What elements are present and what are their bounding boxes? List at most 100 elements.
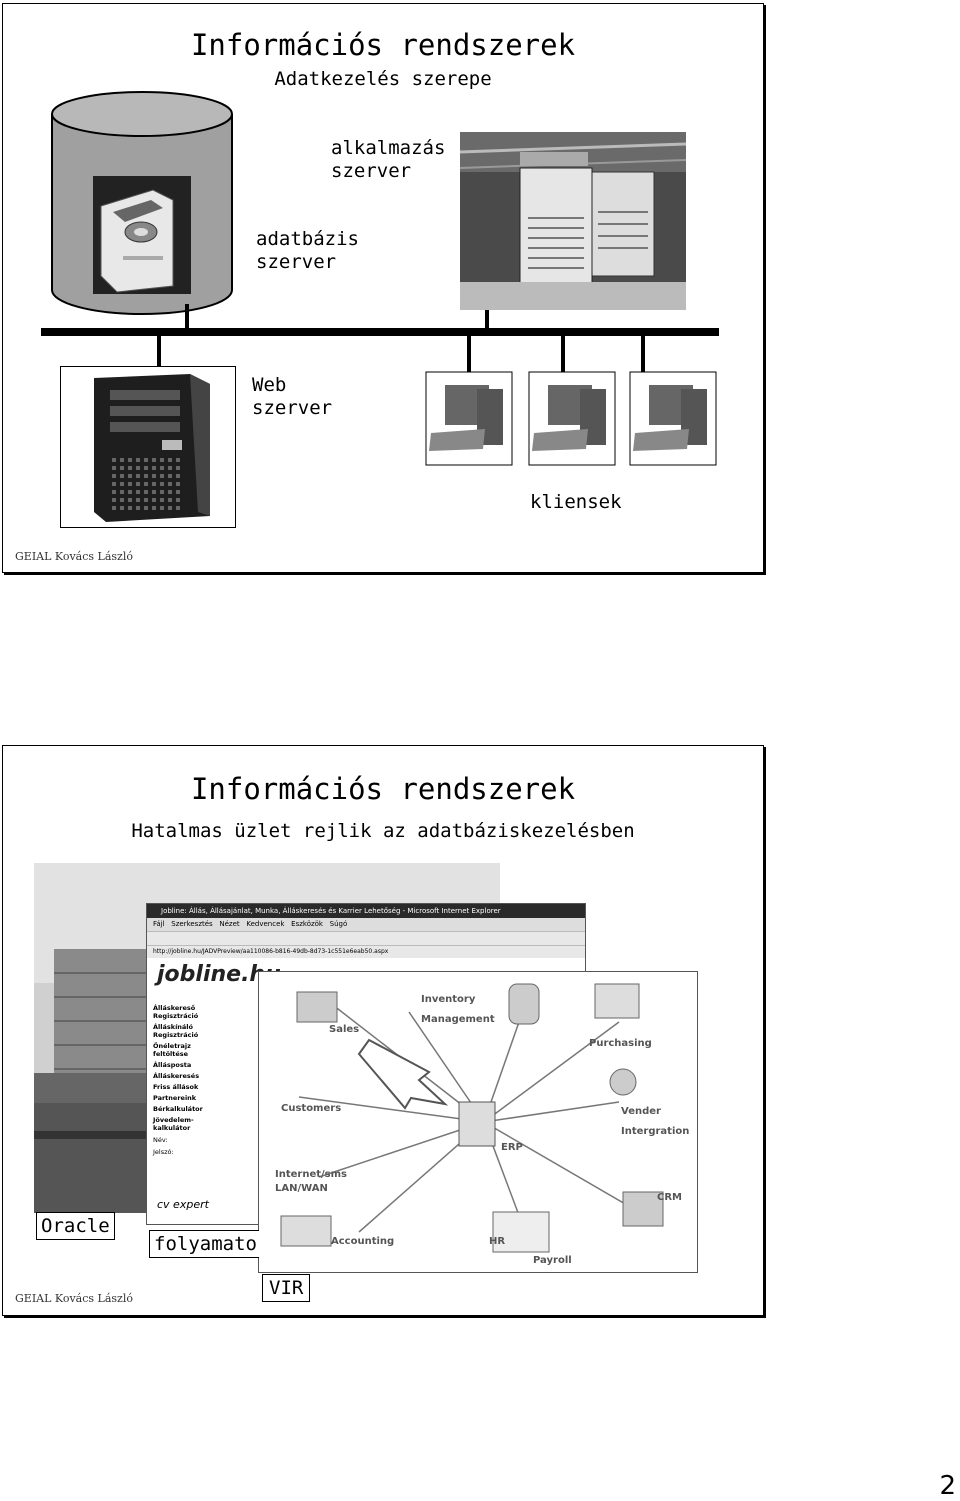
grill-vent	[112, 482, 116, 486]
sidebar-item[interactable]: Bérkalkulátor	[153, 1105, 203, 1113]
grill-vent	[112, 474, 116, 478]
grill-vent	[112, 490, 116, 494]
grill-vent	[120, 498, 124, 502]
sidebar-item[interactable]: Partnereink	[153, 1094, 197, 1102]
sidebar-item[interactable]: Állásposta	[153, 1061, 192, 1069]
browser-title-bar: Jobline: Állás, Állásajánlat, Munka, Áll…	[147, 904, 585, 918]
grill-vent	[120, 458, 124, 462]
grill-vent	[168, 474, 172, 478]
address-url[interactable]: http://jobline.hu/JADVPreview/aa110086-b…	[153, 948, 389, 955]
login-password-label: Jelszó:	[153, 1148, 174, 1156]
jobline-sidebar: Álláskereső Regisztráció Álláskínáló Reg…	[153, 1004, 225, 1156]
grill-vent	[136, 466, 140, 470]
slide-footer: GEIAL Kovács László	[15, 1292, 133, 1305]
grill-vent	[136, 498, 140, 502]
grill-vent	[152, 506, 156, 510]
process-label: folyamato	[149, 1230, 259, 1258]
grill-vent	[160, 506, 164, 510]
clients-label: kliensek	[530, 491, 622, 513]
slide-adatkezeles: Információs rendszerek Adatkezelés szere…	[2, 3, 764, 573]
web-server-photo	[60, 366, 236, 528]
grill-vent	[112, 466, 116, 470]
application-server-photo	[460, 132, 686, 310]
grill-vent	[144, 458, 148, 462]
slide-title: Információs rendszerek	[190, 772, 576, 806]
erp-connection-lines	[280, 983, 664, 1253]
grill-vent	[144, 506, 148, 510]
slide-title: Információs rendszerek	[190, 28, 576, 62]
cv-expert-logo: cv expert	[157, 1198, 209, 1211]
grill-vent	[168, 466, 172, 470]
sidebar-item[interactable]: Álláskeresés	[153, 1072, 200, 1080]
grill-vent	[120, 466, 124, 470]
grill-vent	[112, 506, 116, 510]
grill-vent	[168, 482, 172, 486]
db-server-label: adatbázis szerver	[256, 228, 359, 273]
grill-vent	[160, 482, 164, 486]
grill-vent	[152, 474, 156, 478]
sidebar-item[interactable]: Friss állások	[153, 1083, 199, 1091]
menu-item[interactable]: Fájl	[153, 920, 165, 928]
app-server-label: alkalmazás szerver	[331, 137, 446, 182]
grill-vent	[152, 482, 156, 486]
network-bus-line	[41, 304, 719, 372]
grill-vent	[176, 498, 180, 502]
grill-vent	[144, 466, 148, 470]
slide-subtitle: Adatkezelés szerepe	[274, 68, 492, 90]
grill-vent	[176, 474, 180, 478]
grill-vent	[144, 474, 148, 478]
sidebar-item[interactable]: Álláskereső Regisztráció	[153, 1004, 199, 1020]
client-workstation-icon	[425, 371, 513, 466]
node-accounting: Accounting	[331, 1236, 395, 1247]
grill-vent	[144, 490, 148, 494]
sidebar-item[interactable]: Jövedelem-kalkulátor	[153, 1116, 194, 1132]
grill-vent	[144, 498, 148, 502]
grill-vent	[152, 490, 156, 494]
node-vender: Vender Intergration	[621, 1106, 690, 1137]
grill-vent	[128, 466, 132, 470]
grill-vent	[128, 482, 132, 486]
grill-vent	[176, 458, 180, 462]
menu-item[interactable]: Súgó	[329, 920, 348, 928]
sidebar-item[interactable]: Önéletrajz feltöltése	[153, 1042, 191, 1058]
grill-vent	[112, 498, 116, 502]
node-sales: Sales	[329, 1024, 360, 1035]
menu-item[interactable]: Kedvencek	[246, 920, 285, 928]
grill-vent	[120, 506, 124, 510]
slide-footer: GEIAL Kovács László	[15, 550, 133, 563]
grill-vent	[160, 498, 164, 502]
grill-vent	[168, 458, 172, 462]
grill-vent	[136, 482, 140, 486]
login-name-label: Név:	[153, 1136, 168, 1144]
slide-subtitle: Hatalmas üzlet rejlik az adatbáziskezelé…	[131, 820, 635, 842]
menu-item[interactable]: Nézet	[219, 920, 240, 928]
grill-vent	[168, 506, 172, 510]
grill-vent	[112, 458, 116, 462]
menu-item[interactable]: Szerkesztés	[171, 920, 213, 928]
grill-vent	[136, 490, 140, 494]
client-workstation-icon	[629, 371, 717, 466]
grill-vent	[128, 506, 132, 510]
node-payroll: Payroll	[533, 1255, 572, 1266]
browser-menu-bar: Fájl Szerkesztés Nézet Kedvencek Eszközö…	[147, 918, 585, 931]
grill-vent	[176, 466, 180, 470]
client-workstation-icon	[528, 371, 616, 466]
erp-diagram: Inventory Management Sales Purchasing Cu…	[258, 971, 698, 1273]
page-number: 2	[939, 1471, 956, 1501]
grill-vent	[176, 506, 180, 510]
node-customers: Customers	[281, 1103, 342, 1114]
client-workstations-group	[425, 371, 717, 466]
browser-toolbar	[147, 931, 585, 945]
grill-vent	[128, 498, 132, 502]
menu-item[interactable]: Eszközök	[291, 920, 323, 928]
grill-vent	[136, 458, 140, 462]
grill-vent	[176, 482, 180, 486]
node-internet: Internet/sms LAN/WAN	[275, 1169, 347, 1194]
grill-vent	[152, 466, 156, 470]
node-purchasing: Purchasing	[589, 1038, 652, 1049]
grill-vent	[128, 490, 132, 494]
node-hr: HR	[489, 1236, 506, 1247]
node-inventory: Inventory Management	[421, 994, 495, 1025]
sidebar-item[interactable]: Álláskínáló Regisztráció	[153, 1023, 199, 1039]
node-crm: CRM	[657, 1192, 682, 1203]
